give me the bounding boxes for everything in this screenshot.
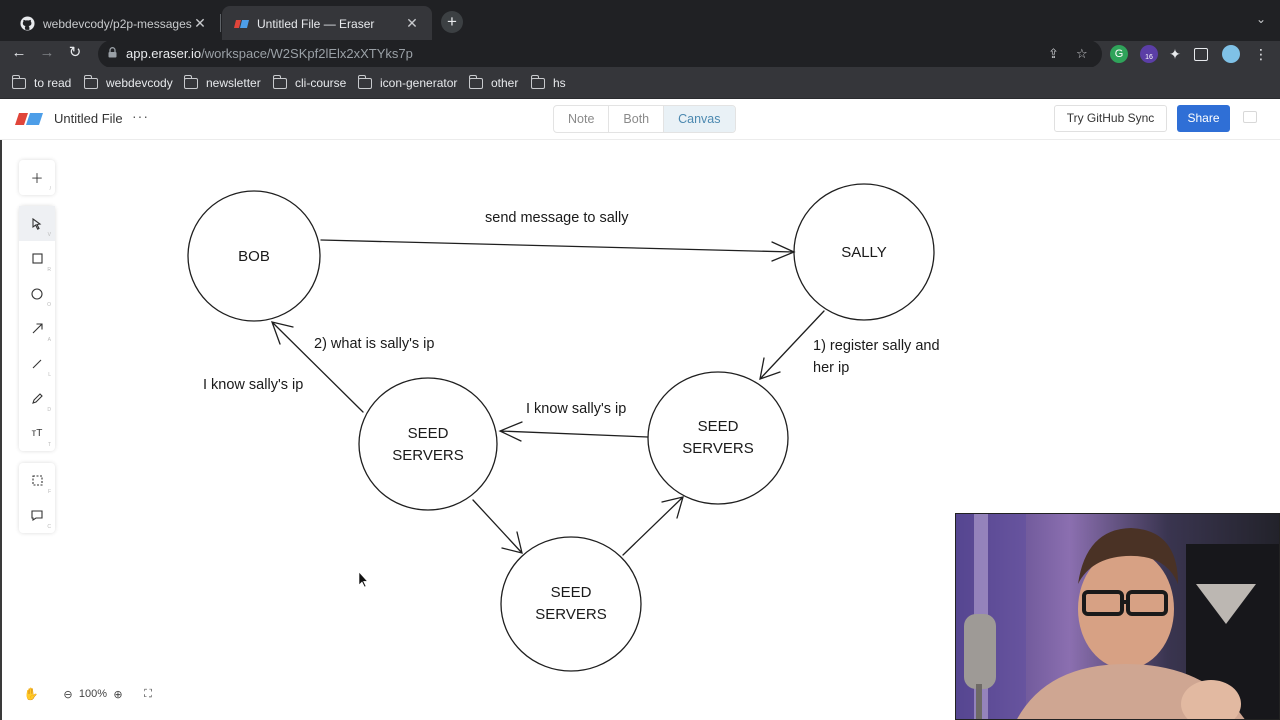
rectangle-icon[interactable]: R: [19, 241, 55, 276]
pencil-icon[interactable]: D: [19, 381, 55, 416]
browser-toolbar: ← → ↻ app.eraser.io/workspace/W2SKpf2lEl…: [0, 40, 1280, 68]
kebab-menu-icon[interactable]: ⋮: [1254, 46, 1268, 62]
mode-note-button[interactable]: Note: [554, 106, 610, 132]
puzzle-icon[interactable]: ✦: [1169, 46, 1181, 62]
folder-icon: [357, 74, 372, 89]
github-icon: [20, 16, 35, 31]
address-bar[interactable]: app.eraser.io/workspace/W2SKpf2lElx2xXTY…: [98, 40, 1102, 68]
zoom-level[interactable]: 100%: [78, 688, 108, 700]
app-header: Untitled File ··· Note Both Canvas Try G…: [0, 99, 1280, 140]
presenter-video-image: [956, 514, 1279, 719]
share-button[interactable]: Share: [1177, 105, 1230, 132]
frame-tools-panel: F C: [19, 463, 55, 533]
eraser-logo-icon: [234, 19, 249, 28]
tab-github[interactable]: webdevcody/p2p-messages ✕: [8, 6, 220, 41]
sidepanel-icon[interactable]: [1194, 48, 1208, 61]
mode-canvas-button[interactable]: Canvas: [664, 106, 735, 132]
tab-eraser[interactable]: Untitled File — Eraser ✕: [222, 6, 432, 41]
hand-pan-icon[interactable]: ✋: [23, 687, 39, 701]
lock-icon: [108, 47, 117, 58]
folder-icon: [530, 74, 545, 89]
bookmark-item[interactable]: hs: [530, 74, 566, 90]
file-title[interactable]: Untitled File: [54, 111, 123, 126]
avatar[interactable]: [1222, 45, 1240, 63]
comment-icon[interactable]: C: [19, 498, 55, 533]
close-icon[interactable]: ✕: [406, 15, 418, 31]
line-icon[interactable]: L: [19, 346, 55, 381]
tab-separator: [220, 14, 221, 32]
grammarly-extension-icon[interactable]: G: [1110, 45, 1128, 63]
ellipse-icon[interactable]: O: [19, 276, 55, 311]
select-pointer-icon[interactable]: V: [19, 206, 55, 241]
share-page-icon[interactable]: ⇪: [1048, 46, 1059, 61]
zoom-controls: ✋ ⊖ 100% ⊕ ⛶: [20, 683, 156, 705]
bookmark-item[interactable]: icon-generator: [357, 74, 457, 90]
frame-icon[interactable]: F: [19, 463, 55, 498]
add-icon[interactable]: ＋/: [30, 171, 51, 192]
mode-both-button[interactable]: Both: [609, 106, 665, 132]
bookmark-star-icon[interactable]: ☆: [1076, 46, 1088, 61]
more-options-icon[interactable]: ···: [132, 108, 149, 124]
url-text: app.eraser.io/workspace/W2SKpf2lElx2xXTY…: [126, 46, 413, 61]
comment-icon[interactable]: [1243, 111, 1257, 123]
folder-icon: [468, 74, 483, 89]
folder-icon: [183, 74, 198, 89]
zoom-out-icon[interactable]: ⊖: [63, 688, 73, 701]
browser-tabstrip: webdevcody/p2p-messages ✕ Untitled File …: [0, 0, 1280, 41]
bookmark-item[interactable]: to read: [11, 74, 71, 90]
chevron-down-icon[interactable]: ⌄: [1255, 12, 1266, 26]
arrow-icon[interactable]: A: [19, 311, 55, 346]
extension-badge[interactable]: 16: [1140, 45, 1158, 63]
forward-arrow-icon[interactable]: →: [39, 44, 55, 61]
bookmark-item[interactable]: webdevcody: [83, 74, 173, 90]
tab-title: webdevcody/p2p-messages: [43, 16, 192, 31]
bookmark-item[interactable]: newsletter: [183, 74, 261, 90]
close-icon[interactable]: ✕: [194, 15, 206, 31]
webcam-overlay: [955, 513, 1280, 720]
folder-icon: [11, 74, 26, 89]
tab-title: Untitled File — Eraser: [257, 16, 375, 31]
new-tab-button[interactable]: +: [441, 11, 463, 33]
eraser-logo-icon: [15, 113, 43, 125]
bookmark-item[interactable]: cli-course: [272, 74, 346, 90]
folder-icon: [272, 74, 287, 89]
view-mode-toggle: Note Both Canvas: [553, 105, 736, 133]
add-tool-panel: ＋/: [19, 160, 55, 195]
back-arrow-icon[interactable]: ←: [11, 44, 27, 61]
bookmark-item[interactable]: other: [468, 74, 518, 90]
folder-icon: [83, 74, 98, 89]
bookmarks-bar: to read webdevcody newsletter cli-course…: [0, 67, 1280, 99]
fullscreen-icon[interactable]: ⛶: [144, 687, 152, 700]
zoom-in-icon[interactable]: ⊕: [113, 688, 123, 701]
reload-icon[interactable]: ↻: [68, 44, 82, 61]
github-sync-button[interactable]: Try GitHub Sync: [1054, 105, 1167, 132]
